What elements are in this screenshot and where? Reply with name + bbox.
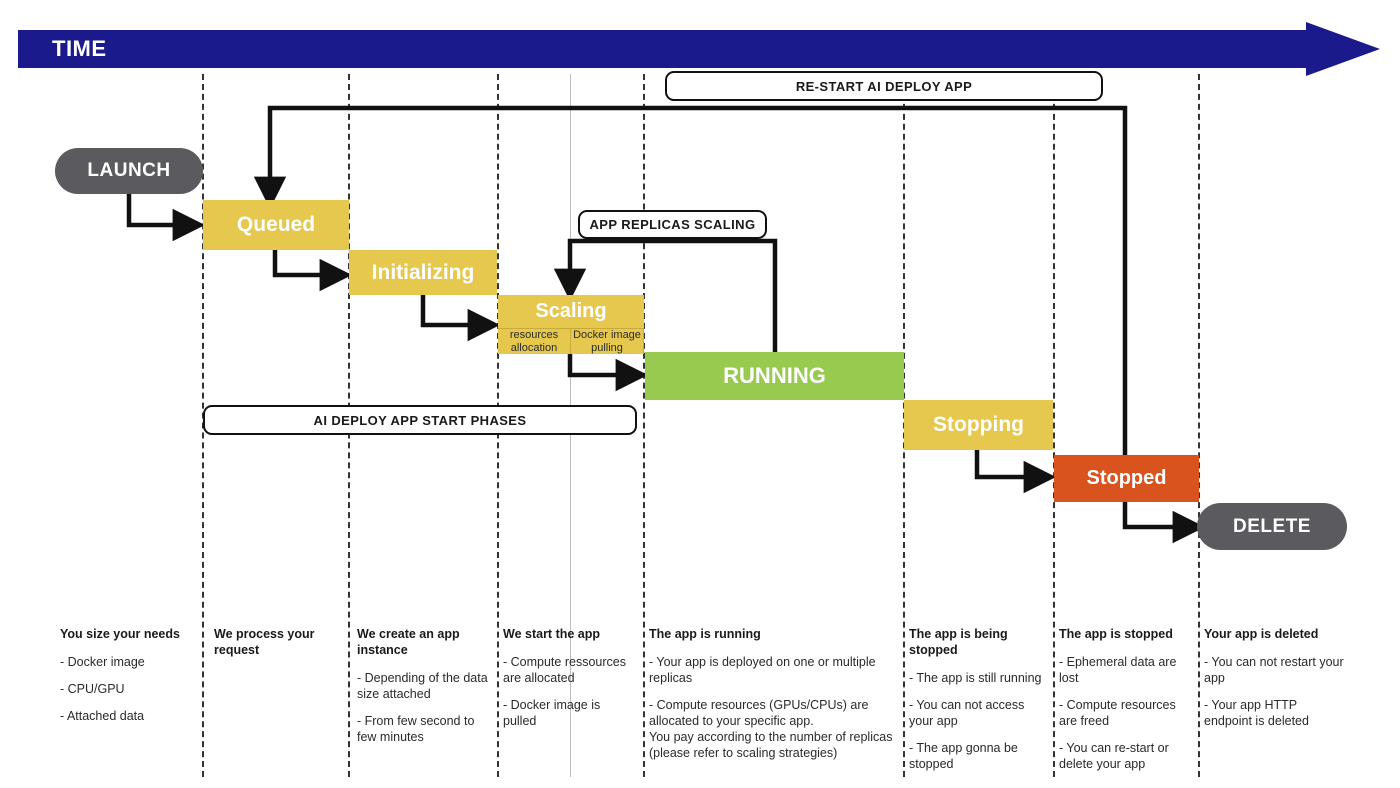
substate-resources-allocation-line1: resources <box>509 328 559 341</box>
state-running[interactable]: RUNNING <box>645 352 904 400</box>
delete-node[interactable]: DELETE <box>1197 503 1347 550</box>
note-size-needs: You size your needs - Docker image - CPU… <box>60 626 192 735</box>
phase-divider-4 <box>643 74 645 777</box>
note-item: - The app gonna be stopped <box>909 741 1018 771</box>
callout-app-replicas-scaling-label: APP REPLICAS SCALING <box>589 217 756 232</box>
note-item: - Compute resources (GPUs/CPUs) are allo… <box>649 698 893 760</box>
note-title: We process your request <box>214 627 315 657</box>
state-queued[interactable]: Queued <box>203 200 349 250</box>
state-running-label: RUNNING <box>723 363 826 388</box>
state-stopped[interactable]: Stopped <box>1054 455 1199 502</box>
note-app-stopped: The app is stopped - Ephemeral data are … <box>1059 626 1195 783</box>
state-initializing-label: Initializing <box>371 260 475 284</box>
note-title: The app is running <box>649 627 761 641</box>
substate-docker-image-pulling[interactable]: Docker image pulling <box>571 328 644 354</box>
note-item: - Ephemeral data are lost <box>1059 655 1177 685</box>
callout-app-replicas-scaling[interactable]: APP REPLICAS SCALING <box>578 210 767 239</box>
delete-label: DELETE <box>1233 515 1311 537</box>
note-item: - Docker image <box>60 655 145 669</box>
state-scaling[interactable]: Scaling <box>498 295 644 328</box>
note-item: - Compute ressources are allocated <box>503 655 626 685</box>
note-title: Your app is deleted <box>1204 627 1319 641</box>
state-queued-label: Queued <box>236 213 316 236</box>
substate-docker-image-pulling-line2: pulling <box>591 341 623 354</box>
launch-node[interactable]: LAUNCH <box>55 148 203 194</box>
arrow-launch-to-queued <box>126 193 205 242</box>
note-item: - Your app is deployed on one or multipl… <box>649 655 876 685</box>
note-title: You size your needs <box>60 627 180 641</box>
arrow-stopped-to-delete <box>1122 502 1205 544</box>
callout-restart[interactable]: RE-START AI DEPLOY APP <box>665 71 1103 101</box>
phase-divider-6 <box>1053 74 1055 777</box>
note-item: - The app is still running <box>909 671 1042 685</box>
note-item: - You can not restart your app <box>1204 655 1344 685</box>
note-item: - You can not access your app <box>909 698 1025 728</box>
note-item: - Docker image is pulled <box>503 698 601 728</box>
note-create-instance: We create an app instance - Depending of… <box>357 626 491 756</box>
arrow-initializing-to-scaling <box>420 295 500 342</box>
substate-resources-allocation[interactable]: resources allocation <box>498 328 571 354</box>
note-item: - Depending of the data size attached <box>357 671 488 701</box>
note-process-request: We process your request <box>214 626 338 670</box>
state-initializing[interactable]: Initializing <box>349 250 497 295</box>
note-item: - CPU/GPU <box>60 682 125 696</box>
note-item: - Attached data <box>60 709 145 723</box>
callout-start-phases-label: AI DEPLOY APP START PHASES <box>313 412 527 428</box>
arrow-queued-to-initializing <box>272 250 352 292</box>
state-stopped-label: Stopped <box>1086 467 1167 489</box>
time-arrow-icon <box>18 22 1380 76</box>
state-stopping[interactable]: Stopping <box>904 400 1053 450</box>
note-title: The app is stopped <box>1059 627 1173 641</box>
note-app-stopping: The app is being stopped - The app is st… <box>909 626 1049 783</box>
arrow-stopping-to-stopped <box>974 450 1056 494</box>
note-start-app: We start the app - Compute ressources ar… <box>503 626 637 740</box>
note-app-deleted: Your app is deleted - You can not restar… <box>1204 626 1346 740</box>
substate-docker-image-pulling-line1: Docker image <box>573 328 641 341</box>
note-item: - Compute resources are freed <box>1059 698 1176 728</box>
note-title: We start the app <box>503 627 601 641</box>
state-stopping-label: Stopping <box>933 413 1024 436</box>
substate-resources-allocation-line2: allocation <box>510 341 558 354</box>
callout-restart-label: RE-START AI DEPLOY APP <box>795 78 973 94</box>
note-item: - Your app HTTP endpoint is deleted <box>1204 698 1309 728</box>
note-title: We create an app instance <box>357 627 460 657</box>
note-title: The app is being stopped <box>909 627 1008 657</box>
time-label: TIME <box>52 36 107 61</box>
time-axis-banner: TIME <box>18 22 1380 76</box>
launch-label: LAUNCH <box>87 160 171 181</box>
state-scaling-label: Scaling <box>535 300 607 322</box>
note-item: - From few second to few minutes <box>357 714 475 744</box>
arrow-scaling-to-running <box>567 352 648 392</box>
phase-divider-7 <box>1198 74 1200 777</box>
note-item: - You can re-start or delete your app <box>1059 741 1169 771</box>
callout-start-phases[interactable]: AI DEPLOY APP START PHASES <box>203 405 637 435</box>
note-app-running: The app is running - Your app is deploye… <box>649 626 897 772</box>
